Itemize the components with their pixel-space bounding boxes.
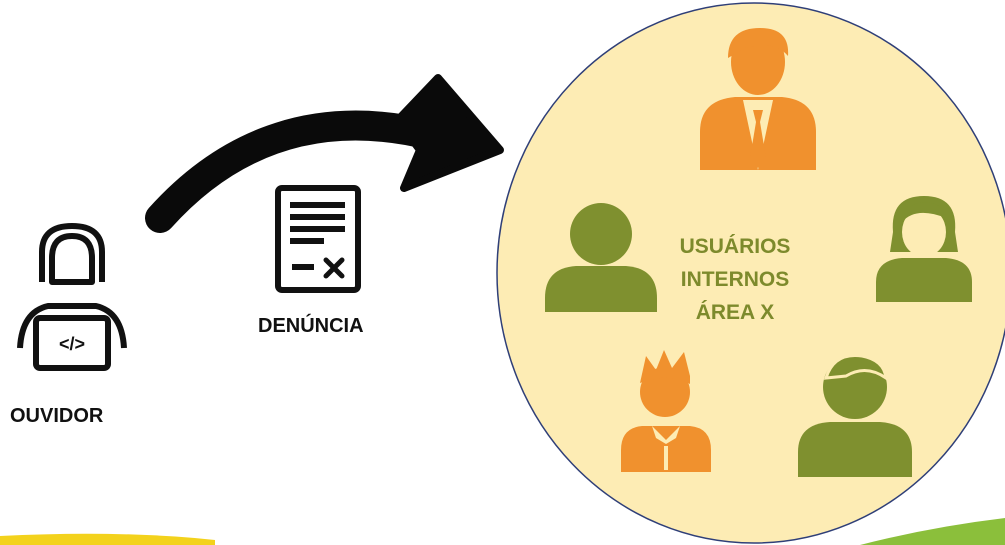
group-label-line-3: ÁREA X: [695, 301, 775, 324]
developer-laptop-icon: </>: [17, 223, 127, 371]
ouvidor-label: OUVIDOR: [10, 405, 104, 427]
user-icon: [545, 203, 657, 312]
group-label-line-1: USUÁRIOS: [679, 235, 791, 258]
denuncia-label: DENÚNCIA: [258, 315, 364, 337]
svg-text:</>: </>: [59, 334, 85, 354]
group-label: USUÁRIOS INTERNOS ÁREA X: [660, 230, 810, 329]
boy-icon: [621, 350, 711, 472]
arrow-head: [394, 74, 504, 192]
arrow-shaft: [145, 110, 445, 233]
businessman-icon: [700, 28, 816, 170]
man-icon: [798, 353, 912, 477]
green-accent-stripe: [860, 518, 1005, 545]
document-icon: [275, 185, 361, 293]
yellow-accent-stripe: [0, 533, 215, 545]
group-label-line-2: INTERNOS: [680, 268, 790, 291]
woman-icon: [876, 196, 972, 302]
